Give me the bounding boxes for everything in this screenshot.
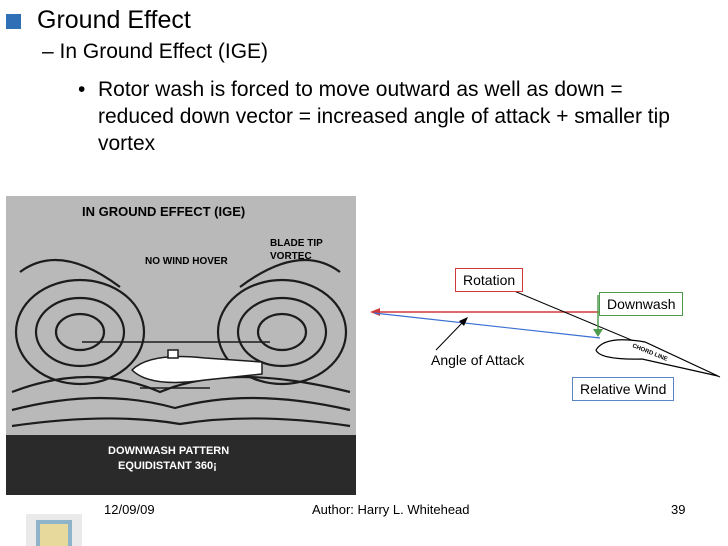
bullet-text: Rotor wash is forced to move outward as … [98,78,670,155]
page-number: 39 [671,502,686,517]
caption-line-1: DOWNWASH PATTERN [108,445,229,457]
footer-date: 12/09/09 [104,502,155,517]
bullet-dot: • [78,78,86,101]
slide-heading: Ground Effect [37,6,191,34]
subheading: – In Ground Effect (IGE) [42,40,269,63]
downwash-arrowhead [593,329,603,337]
heading-bullet: Ground Effect [6,6,191,35]
square-bullet-icon [6,14,21,29]
airflow-lines [11,258,351,428]
bullet-item: • Rotor wash is forced to move outward a… [78,76,698,157]
rotation-label: Rotation [455,268,524,292]
rotation-arrowhead [370,308,380,316]
ground-effect-illustration: IN GROUND EFFECT (IGE) NO WIND HOVER BLA… [0,192,362,542]
aoa-pointer [435,320,465,351]
caption-line-2: EQUIDISTANT 360¡ [118,460,217,472]
downwash-label: Downwash [599,292,684,316]
relative-wind-line [373,312,601,339]
vortex-label-2: VORTEC [270,251,312,262]
vortex-label-1: BLADE TIP [270,238,323,249]
illustration-title: IN GROUND EFFECT (IGE) [82,204,245,219]
logo-icon [26,514,82,546]
aoa-pointer-head [459,317,468,326]
helicopter-icon [82,341,270,389]
angle-of-attack-label: Angle of Attack [431,352,525,368]
airfoil-diagram: CHORD LINE [370,282,721,378]
relative-wind-label: Relative Wind [572,377,675,401]
hover-label: NO WIND HOVER [145,256,229,267]
airfoil-shape [595,339,719,377]
footer-author: Author: Harry L. Whitehead [312,502,470,517]
